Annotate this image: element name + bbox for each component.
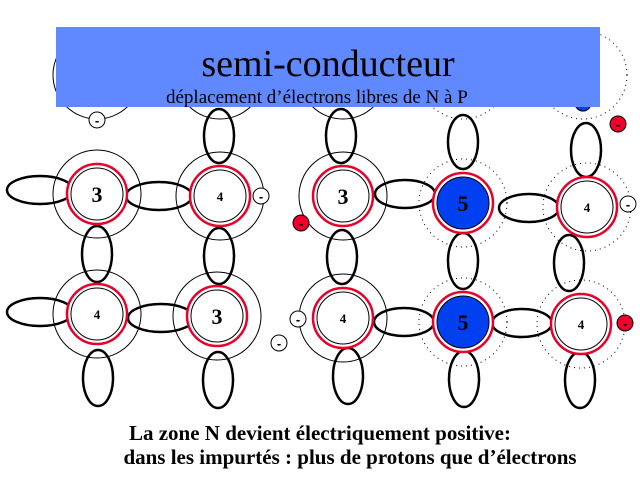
electron-sign: - xyxy=(296,312,300,327)
electron-sign: - xyxy=(623,316,627,331)
nucleus xyxy=(554,297,608,351)
electron-sign: - xyxy=(626,197,630,212)
bond-vertical-5 xyxy=(202,226,236,286)
bond-vertical-10 xyxy=(201,350,235,410)
bond-vertical-11 xyxy=(331,346,365,406)
nucleus xyxy=(70,167,124,221)
bond-vertical-8 xyxy=(552,233,586,293)
electron-circle xyxy=(616,314,634,332)
electron-sign: - xyxy=(299,216,303,231)
atom-label: 3 xyxy=(338,184,349,209)
atom-r2c0: 4 xyxy=(65,282,129,346)
nucleus xyxy=(190,289,244,343)
title-banner xyxy=(56,27,600,107)
atom-r1c0: 3 xyxy=(65,162,129,226)
nucleus xyxy=(436,176,490,230)
free-electron: - xyxy=(609,115,627,133)
bond-horizontal-5 xyxy=(126,302,196,334)
atom-r1c4: 4 xyxy=(555,175,619,239)
caption-line-1: La zone N devient électriquement positiv… xyxy=(128,421,511,445)
atom-label: 4 xyxy=(340,311,347,326)
bond-vertical-13 xyxy=(563,350,597,410)
bond-horizontal-0 xyxy=(5,174,75,206)
atom-r1c3: 5 xyxy=(431,171,495,235)
electron-circle xyxy=(609,115,627,133)
atom-label: 3 xyxy=(212,304,223,329)
free-electron: - xyxy=(292,214,310,232)
nucleus xyxy=(436,295,490,349)
outer-shell-r0c4 xyxy=(538,30,628,120)
bond-vertical-9 xyxy=(81,348,115,408)
atom-r2c3: 5 xyxy=(431,290,495,354)
atom-r1c1: 4 xyxy=(188,164,252,228)
bond-vertical-3 xyxy=(569,121,603,179)
electron-circle xyxy=(619,195,637,213)
nucleus xyxy=(316,291,370,345)
bond-horizontal-7 xyxy=(490,307,554,339)
atom-layer: 3 4 3 5 4 4 3 4 5 4 xyxy=(65,162,619,356)
electron-sign: - xyxy=(95,113,99,128)
bound-electron: - xyxy=(252,187,270,205)
atom-r2c1: 3 xyxy=(185,284,249,348)
free-electron: - xyxy=(616,314,634,332)
bond-vertical-0 xyxy=(202,107,236,165)
electron-sign: - xyxy=(277,336,281,351)
outer-shell-r1c0 xyxy=(52,149,142,239)
bound-electron: - xyxy=(270,334,288,352)
outer-shell-r2c3 xyxy=(418,277,508,367)
bound-electron: - xyxy=(619,195,637,213)
bond-horizontal-1 xyxy=(124,180,194,212)
nucleus xyxy=(193,169,247,223)
bond-horizontal-3 xyxy=(497,192,561,224)
electron-sign: - xyxy=(616,117,620,132)
nucleus xyxy=(560,180,614,234)
bond-vertical-4 xyxy=(80,224,114,284)
electron-circle xyxy=(252,187,270,205)
atom-r2c4: 4 xyxy=(549,292,613,356)
nucleus xyxy=(70,287,124,341)
bond-vertical-12 xyxy=(447,349,481,409)
nucleus xyxy=(316,169,370,223)
atom-r2c2: 4 xyxy=(311,286,375,350)
bond-horizontal-6 xyxy=(372,306,436,338)
page-subtitle: déplacement d’électrons libres de N à P xyxy=(166,87,468,108)
page-title: semi-conducteur xyxy=(201,43,455,85)
atom-label: 4 xyxy=(578,317,585,332)
bond-vertical-6 xyxy=(325,228,359,286)
electron-circle xyxy=(88,111,106,129)
atom-label: 4 xyxy=(584,200,591,215)
bond-vertical-2 xyxy=(446,113,480,171)
atom-label: 5 xyxy=(458,310,469,335)
atom-label: 4 xyxy=(94,307,101,322)
outer-shell-r1c2 xyxy=(298,151,388,241)
electron-circle xyxy=(292,214,310,232)
bond-horizontal-4 xyxy=(5,296,75,328)
bond-horizontal-2 xyxy=(373,178,437,210)
electron-sign: - xyxy=(259,189,263,204)
atom-label: 4 xyxy=(217,189,224,204)
outer-shell-r2c1 xyxy=(172,271,262,361)
atom-r1c2: 3 xyxy=(311,164,375,228)
outer-shell-r1c3 xyxy=(418,158,508,248)
caption-line-2: dans les impurtés : plus de protons que … xyxy=(123,445,577,469)
outer-shell-r2c0 xyxy=(52,269,142,359)
atom-label: 5 xyxy=(458,191,469,216)
atom-label: 3 xyxy=(92,182,103,207)
bond-layer xyxy=(5,107,603,410)
electron-circle xyxy=(289,310,307,328)
bond-vertical-1 xyxy=(324,107,358,165)
bound-electron: - xyxy=(88,111,106,129)
bound-electron: - xyxy=(289,310,307,328)
electron-circle xyxy=(270,334,288,352)
bond-vertical-7 xyxy=(446,231,480,291)
